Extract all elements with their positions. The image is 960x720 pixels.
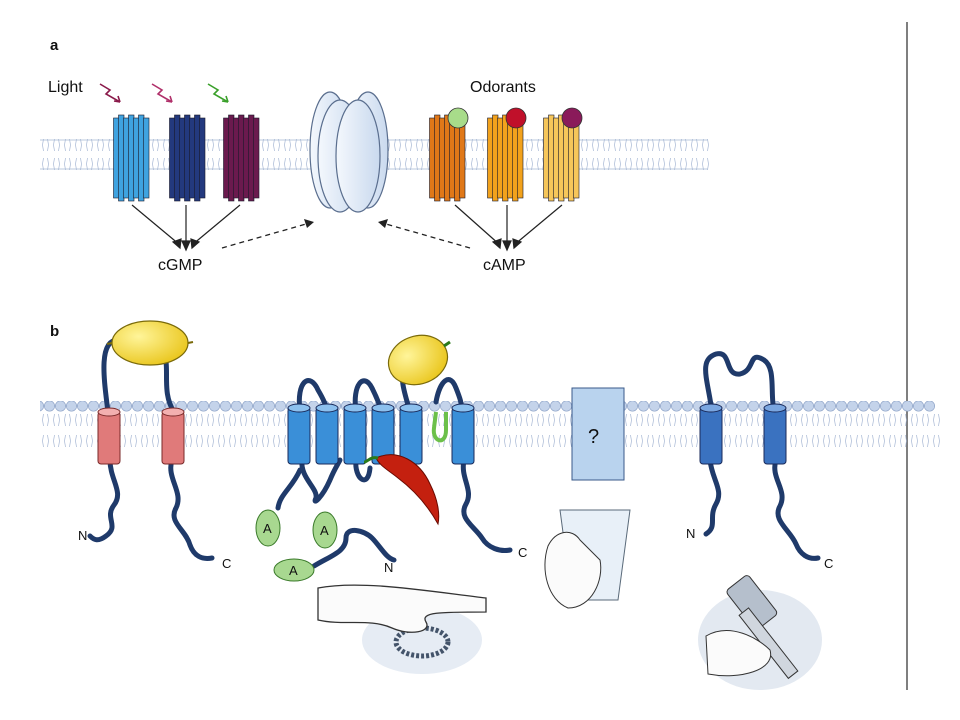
odorant-molecule (561, 107, 583, 129)
odorant-receptor-3 (543, 114, 580, 202)
odorants-label: Odorants (470, 79, 536, 96)
hammer-icon (698, 575, 822, 690)
photoreceptor-group (113, 114, 260, 202)
photoreceptor-2 (169, 114, 206, 202)
chili-pepper-icon (363, 454, 440, 526)
odorant-molecule (447, 107, 469, 129)
tm-helix-cap (451, 403, 475, 413)
panel-a-label: a (50, 37, 59, 54)
photoreceptor-3 (223, 114, 260, 202)
lemon-icon (106, 320, 194, 366)
photoreceptor-1 (113, 114, 150, 202)
dashed-arrow-head-left (304, 219, 314, 228)
six-tm-protein: A A A (255, 367, 513, 582)
tm-helix (699, 407, 723, 465)
cgmp-label: cGMP (158, 257, 202, 274)
ankyrin-repeat (312, 511, 338, 549)
tm-helix (399, 407, 423, 465)
light-label: Light (48, 79, 83, 96)
tm-helix (287, 407, 311, 465)
tm-helix-cap (343, 403, 367, 413)
tm-helix (315, 407, 339, 465)
ankyrin-label-2: A (289, 563, 298, 578)
camp-label: cAMP (483, 257, 526, 274)
dashed-arrows (221, 223, 471, 249)
tm-helix-cap (287, 403, 311, 413)
tm-helix (343, 407, 367, 465)
ankyrin-repeat (273, 558, 315, 582)
cng-channel (309, 91, 389, 213)
odorant-receptor-2 (487, 114, 524, 202)
terminal-c-middle: C (518, 545, 527, 560)
question-mark: ? (588, 426, 599, 448)
panel-b-label: b (50, 323, 59, 340)
signal-arrows (131, 204, 563, 252)
terminal-c-left: C (222, 556, 231, 571)
ankyrin-repeats: A A A (255, 509, 338, 582)
ankyrin-label-3: A (320, 523, 329, 538)
tm-helix (451, 407, 475, 465)
two-tm-protein-left (87, 337, 215, 561)
hand-touch-icon (317, 584, 487, 674)
unknown-channel: ? (571, 387, 625, 481)
odorant-receptor-group (429, 107, 583, 202)
terminal-n-left: N (78, 528, 87, 543)
dashed-arrow-head-right (378, 219, 388, 228)
ankyrin-repeat (255, 509, 281, 547)
tm-helix-cap (315, 403, 339, 413)
lemon-icon (387, 334, 451, 386)
light-arrow-1 (99, 83, 121, 103)
terminal-n-right: N (686, 526, 695, 541)
tm-helix (97, 411, 121, 465)
light-arrows (99, 83, 229, 103)
tm-helix (161, 411, 185, 465)
light-arrow-3 (207, 83, 229, 103)
tm-helix-cap (371, 403, 395, 413)
terminal-n-middle: N (384, 560, 393, 575)
ankyrin-label-1: A (263, 521, 272, 536)
light-arrow-2 (151, 83, 173, 103)
terminal-c-right: C (824, 556, 833, 571)
two-tm-protein-right (699, 351, 821, 561)
tm-helix-cap (399, 403, 423, 413)
odorant-molecule (505, 107, 527, 129)
odorant-receptor-1 (429, 114, 466, 202)
tm-helix (763, 407, 787, 465)
cold-water-glass-icon (544, 509, 631, 609)
